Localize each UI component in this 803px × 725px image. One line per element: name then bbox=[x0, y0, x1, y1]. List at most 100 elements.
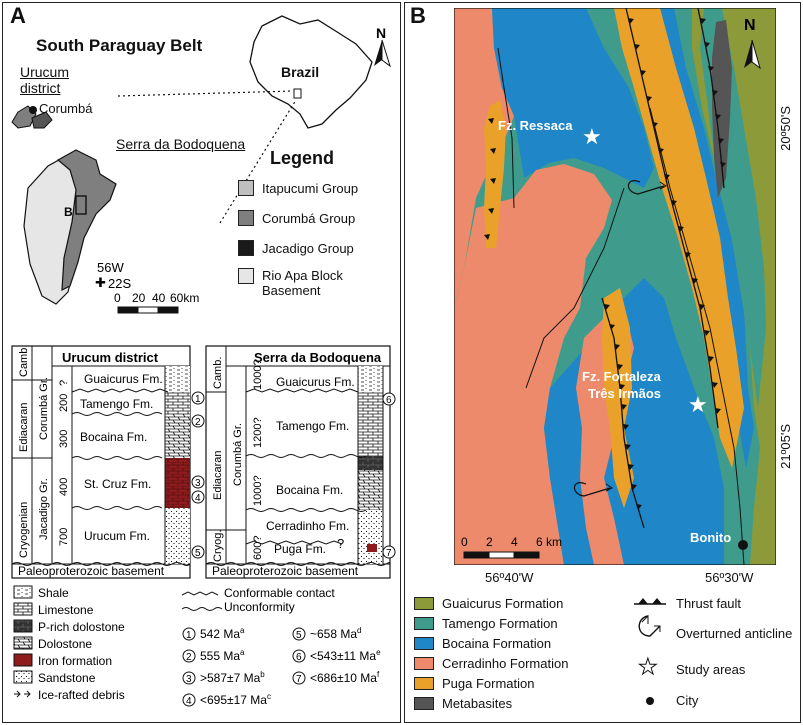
contact-label: Unconformity bbox=[224, 600, 295, 614]
scale-tick-2: 40 bbox=[152, 291, 166, 305]
city-icon bbox=[646, 697, 654, 705]
legend-b-item: Bocaina Formation bbox=[414, 636, 551, 651]
age-marker-1: 1 bbox=[191, 391, 205, 405]
age-label: 700 bbox=[58, 528, 70, 546]
svg-text:7: 7 bbox=[296, 674, 302, 685]
age-label: 1200? bbox=[252, 417, 264, 448]
svg-text:0: 0 bbox=[461, 535, 468, 549]
box-b-label: B bbox=[64, 205, 73, 219]
age-text: ~658 Mad bbox=[310, 626, 362, 641]
svg-text:4: 4 bbox=[186, 696, 192, 707]
legend-a-item: Corumbá Group bbox=[238, 210, 355, 226]
formation-label: Bocaina Fm. bbox=[276, 483, 343, 497]
coord-lon: 56W bbox=[97, 260, 124, 275]
lithology-label: Ice-rafted debris bbox=[38, 688, 125, 702]
thrust-teeth bbox=[484, 18, 726, 510]
period-label: Cryog. bbox=[212, 530, 224, 562]
svg-text:N: N bbox=[376, 25, 386, 41]
site-label-fortaleza-2: Três Irmãos bbox=[588, 386, 661, 401]
serra-label: Serra da Bodoquena bbox=[116, 136, 246, 152]
guaicurus bbox=[692, 8, 776, 565]
formation-label: Tamengo Fm. bbox=[276, 419, 349, 433]
legend-b-item: Cerradinho Formation bbox=[414, 656, 568, 671]
svg-text:2: 2 bbox=[186, 652, 192, 663]
anticline-symbol bbox=[573, 482, 611, 497]
age-marker-6: 6 bbox=[382, 392, 396, 406]
panel-b-location-box bbox=[75, 195, 87, 215]
fault-line bbox=[525, 187, 625, 389]
lithology-label: Limestone bbox=[38, 603, 94, 617]
age-label: 400 bbox=[58, 478, 70, 496]
formation-label: St. Cruz Fm. bbox=[84, 477, 151, 491]
metabasites bbox=[712, 20, 732, 198]
lon-tick: 56º30'W bbox=[705, 570, 754, 585]
scale-tick-1: 20 bbox=[132, 291, 146, 305]
urucum-district-shape-2 bbox=[31, 111, 53, 129]
panel-a-scale-bar: 0 20 40 60km bbox=[114, 291, 199, 314]
age-label: 1000? bbox=[252, 359, 264, 390]
age-text: <686±10 Maf bbox=[310, 670, 380, 685]
panel-a bbox=[2, 2, 401, 723]
legend-b-symbols: ★ bbox=[634, 598, 666, 705]
formation-label: Cerradinho Fm. bbox=[266, 519, 349, 533]
bodoquena-dark bbox=[56, 149, 117, 292]
formation-label: Guaicurus Fm. bbox=[276, 375, 355, 389]
contact-legend: Conformable contact Unconformity bbox=[181, 586, 335, 614]
svg-text:5: 5 bbox=[195, 548, 201, 559]
bocaina-west bbox=[492, 8, 654, 188]
age-marker-3: 3 bbox=[191, 475, 205, 489]
basement-label: Paleoproterozoic basement bbox=[212, 564, 359, 578]
legend-a-item: Jacadigo Group bbox=[238, 240, 354, 256]
thrust-fault bbox=[625, 8, 719, 429]
basement-label: Paleoproterozoic basement bbox=[18, 564, 165, 578]
svg-text:6 km: 6 km bbox=[536, 535, 562, 549]
thrust-fault-icon bbox=[634, 598, 666, 605]
group-label: Corumbá Gr. bbox=[232, 423, 244, 486]
leader-line-upper bbox=[117, 90, 294, 97]
corumba-label: Corumbá bbox=[39, 101, 93, 116]
lon-tick: 56º40'W bbox=[485, 570, 534, 585]
brazil-label: Brazil bbox=[281, 64, 320, 80]
study-region-box bbox=[293, 88, 302, 99]
age-marker-5: 5 bbox=[191, 545, 205, 559]
formation-label: Puga Fm. bbox=[274, 542, 326, 556]
study-area-star-icon: ★ bbox=[582, 124, 602, 149]
symbol-label: City bbox=[676, 693, 699, 708]
age-text: <695±17 Mac bbox=[200, 692, 271, 707]
panel-b bbox=[404, 2, 801, 723]
legend-b-item: Tamengo Formation bbox=[414, 616, 558, 631]
strat-columns: Urucum district Camb. Ediacaran Cryogeni… bbox=[11, 345, 396, 707]
age-text: >587±7 Mab bbox=[200, 670, 265, 685]
puga-east bbox=[614, 8, 744, 468]
legend-a-item: Itapucumi Group bbox=[238, 180, 358, 196]
legend-b-item: Puga Formation bbox=[414, 676, 535, 691]
group-label: Corumbá Gr. bbox=[38, 377, 50, 440]
age-marker-2: 2 bbox=[191, 414, 205, 428]
scale-tick-0: 0 bbox=[114, 291, 121, 305]
cerradinho-west bbox=[454, 8, 514, 308]
svg-text:4: 4 bbox=[511, 535, 518, 549]
formation-label: Urucum Fm. bbox=[84, 529, 150, 543]
contact-label: Conformable contact bbox=[224, 586, 335, 600]
svg-text:2: 2 bbox=[486, 535, 493, 549]
age-label: 600? bbox=[252, 536, 264, 560]
period-label: Ediacaran bbox=[18, 402, 30, 452]
group-label: Jacadigo Gr. bbox=[38, 478, 50, 540]
svg-text:N: N bbox=[744, 17, 756, 34]
brazil-outline bbox=[249, 15, 373, 129]
age-marker-4: 4 bbox=[191, 490, 205, 504]
star-icon: ★ bbox=[638, 654, 658, 679]
coord-lat: 22S bbox=[108, 276, 131, 291]
age-label: ? bbox=[58, 380, 70, 386]
age-text: <543±11 Mae bbox=[310, 648, 381, 663]
formation-label: Tamengo Fm. bbox=[80, 397, 153, 411]
anticline-symbol bbox=[627, 180, 665, 195]
formation-label: Bocaina Fm. bbox=[80, 430, 147, 444]
study-area-star-icon: ★ bbox=[688, 392, 708, 417]
site-label-fortaleza: Fz. Fortaleza bbox=[582, 369, 662, 384]
lat-tick: 21º05'S bbox=[778, 424, 793, 469]
period-label: Camb. bbox=[18, 345, 30, 377]
panel-b-scale-bar: 0 2 4 6 km bbox=[461, 535, 562, 559]
